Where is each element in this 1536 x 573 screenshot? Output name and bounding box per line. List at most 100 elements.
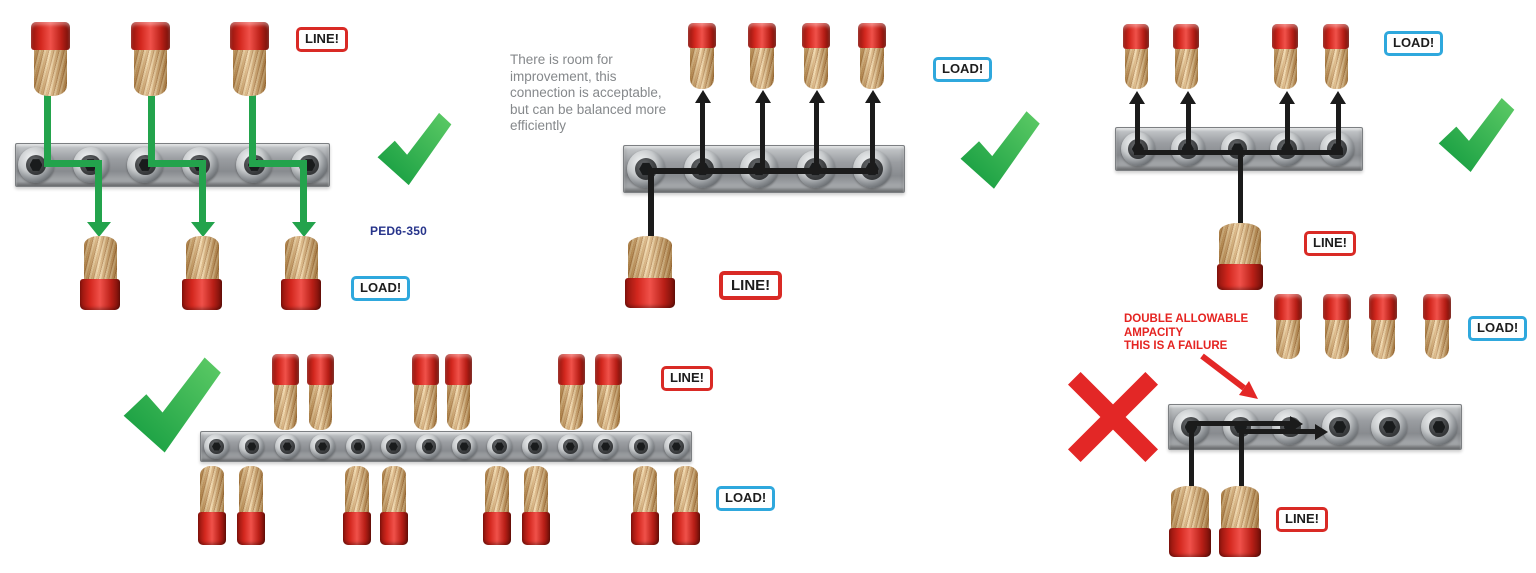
- wire-insulation: [131, 22, 170, 50]
- terminal-hole: [1329, 416, 1351, 438]
- wire-strands: [134, 50, 167, 96]
- load-wire: [802, 23, 830, 89]
- hex-socket-icon: [565, 442, 575, 451]
- hex-socket-icon: [212, 442, 221, 451]
- terminal: [1420, 409, 1457, 445]
- cross-icon: [1068, 372, 1158, 462]
- terminal: [239, 434, 265, 459]
- hex-socket-icon: [29, 159, 43, 171]
- wire-strands: [345, 466, 369, 512]
- line-badge: LINE!: [661, 366, 713, 391]
- hex-socket-icon: [601, 442, 611, 451]
- terminal: [345, 434, 371, 459]
- load-wire: [1423, 294, 1451, 359]
- hex-socket-icon: [495, 442, 504, 451]
- terminal: [593, 434, 619, 459]
- black-wire-segment: [648, 168, 878, 174]
- terminal-hole: [633, 439, 649, 454]
- terminal: [557, 434, 583, 459]
- line-wire: [445, 354, 472, 430]
- wire-strands: [200, 466, 224, 512]
- wire-insulation: [1323, 24, 1349, 49]
- terminal: [380, 434, 406, 459]
- line-wire: [558, 354, 585, 430]
- load-wire: [688, 23, 716, 89]
- wire-strands: [633, 466, 657, 512]
- load-wire: [380, 466, 408, 545]
- line-wire: [1217, 223, 1263, 290]
- terminal-hole: [527, 439, 543, 454]
- note-line: efficiently: [510, 118, 567, 133]
- note-line: connection is acceptable,: [510, 85, 662, 100]
- wire-strands: [185, 236, 219, 279]
- line-wire: [412, 354, 439, 430]
- wire-strands: [674, 466, 698, 512]
- wire-insulation: [748, 23, 776, 48]
- wire-strands: [309, 385, 332, 430]
- green-wire-segment: [249, 160, 307, 167]
- line-badge: LINE!: [296, 27, 348, 52]
- green-wire-segment: [148, 94, 155, 167]
- wire-strands: [83, 236, 117, 279]
- arrowhead-right-icon: [1315, 424, 1328, 440]
- note-line: There is room for: [510, 52, 613, 67]
- wire-insulation: [343, 512, 371, 545]
- hex-socket-icon: [388, 442, 398, 451]
- wire-insulation: [483, 512, 511, 545]
- terminal: [204, 434, 229, 459]
- terminal-hole: [350, 439, 366, 454]
- load-wire: [483, 466, 511, 545]
- black-wire-segment: [1239, 429, 1244, 487]
- arrowhead-up-icon: [1129, 91, 1145, 104]
- black-wire-segment: [700, 103, 705, 169]
- green-wire-segment: [44, 94, 51, 167]
- wire-insulation: [672, 512, 700, 545]
- hex-socket-icon: [1333, 421, 1347, 433]
- terminal-hole: [209, 439, 224, 454]
- hex-socket-icon: [1382, 421, 1396, 433]
- wire-strands: [485, 466, 509, 512]
- wire-insulation: [595, 354, 622, 385]
- black-wire-segment: [760, 103, 765, 169]
- wire-strands: [274, 385, 297, 430]
- load-wire: [672, 466, 700, 545]
- wire-insulation: [1217, 264, 1263, 290]
- green-wire-segment: [148, 160, 206, 167]
- hex-socket-icon: [353, 442, 363, 451]
- wire-strands: [860, 48, 884, 89]
- line-wire: [1169, 486, 1211, 557]
- arrowhead-up-icon: [865, 90, 881, 103]
- wire-strands: [284, 236, 318, 279]
- line-wire: [595, 354, 622, 430]
- black-wire-segment: [1336, 104, 1341, 151]
- black-wire-segment: [1239, 429, 1315, 434]
- wire-strands: [750, 48, 774, 89]
- hex-socket-icon: [671, 442, 681, 451]
- wire-strands: [1324, 49, 1348, 89]
- green-wire-segment: [95, 160, 102, 224]
- wire-strands: [560, 385, 583, 430]
- check-icon: [960, 111, 1040, 189]
- terminal: [522, 434, 548, 459]
- load-wire: [1123, 24, 1149, 89]
- note-line: improvement, this: [510, 68, 617, 84]
- wire-insulation: [80, 279, 120, 310]
- line-wire: [625, 236, 675, 308]
- arrowhead-up-icon: [755, 90, 771, 103]
- wire-insulation: [688, 23, 716, 48]
- warning-arrow-icon: [1200, 353, 1258, 399]
- arrowhead-up-icon: [695, 90, 711, 103]
- terminal: [663, 434, 689, 459]
- load-wire: [1369, 294, 1397, 359]
- terminal: [416, 434, 442, 459]
- check-icon: [377, 112, 452, 186]
- wire-strands: [34, 50, 67, 96]
- terminal-hole: [421, 439, 436, 454]
- arrowhead-up-icon: [809, 90, 825, 103]
- load-wire: [748, 23, 776, 89]
- terminal: [1371, 409, 1408, 445]
- hex-socket-icon: [459, 442, 469, 451]
- load-wire: [1323, 24, 1349, 89]
- check-icon: [1438, 98, 1515, 172]
